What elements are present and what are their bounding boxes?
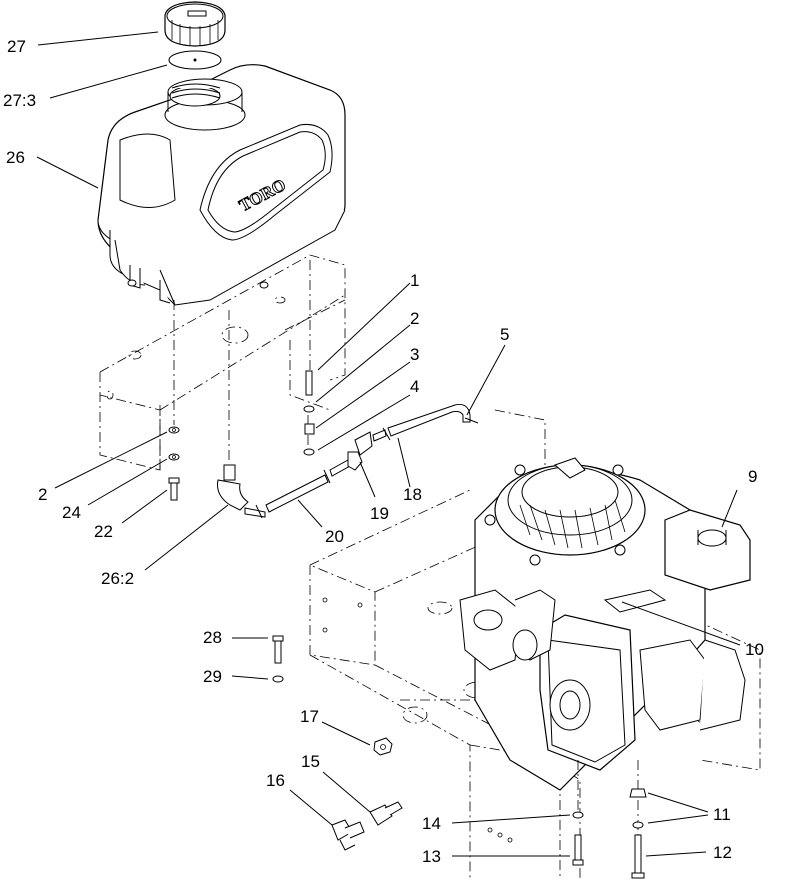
callout-27: 27: [7, 37, 26, 56]
callout-17: 17: [300, 707, 319, 726]
callout-14: 14: [422, 814, 441, 833]
callout-27-3: 27:3: [3, 91, 36, 110]
upper-frame-plate: [99, 254, 346, 471]
callout-4: 4: [410, 377, 419, 396]
callout-16: 16: [266, 771, 285, 790]
callout-26-2: 26:2: [101, 569, 134, 588]
callout-5: 5: [500, 325, 509, 344]
callout-labels: 27 27:3 26 1 2 3 4 5 2 24 22 26:2 20 19 …: [3, 37, 764, 866]
nut-17: [373, 737, 393, 756]
callout-26: 26: [6, 148, 25, 167]
callout-19: 19: [370, 504, 389, 523]
callout-12: 12: [713, 843, 732, 862]
fuel-cap: [164, 1, 226, 47]
bolt-28-and-washer-29: [272, 635, 284, 683]
callout-28: 28: [203, 628, 222, 647]
cap-gasket: [168, 50, 222, 70]
engine-assembly: [459, 457, 751, 840]
callout-2-lower: 2: [38, 485, 47, 504]
callout-2-upper: 2: [410, 309, 419, 328]
callout-10: 10: [745, 640, 764, 659]
callout-15: 15: [301, 752, 320, 771]
tank-mount-hardware-right: [303, 370, 315, 456]
fittings-15-16: [331, 801, 403, 851]
leader-lines: [36, 31, 741, 857]
callout-24: 24: [62, 503, 81, 522]
fuel-tank: TORO: [97, 64, 346, 306]
callout-20: 20: [325, 527, 344, 546]
callout-9: 9: [748, 467, 757, 486]
callout-13: 13: [422, 847, 441, 866]
callout-29: 29: [203, 667, 222, 686]
engine-mount-hardware: [572, 788, 647, 879]
callout-22: 22: [94, 522, 113, 541]
callout-3: 3: [410, 345, 419, 364]
tank-mount-hardware-left: [168, 426, 180, 501]
fuel-line-assembly: [217, 404, 479, 519]
callout-18: 18: [403, 485, 422, 504]
center-lines-upper: [173, 260, 311, 460]
callout-1: 1: [410, 271, 419, 290]
callout-11: 11: [713, 805, 731, 824]
